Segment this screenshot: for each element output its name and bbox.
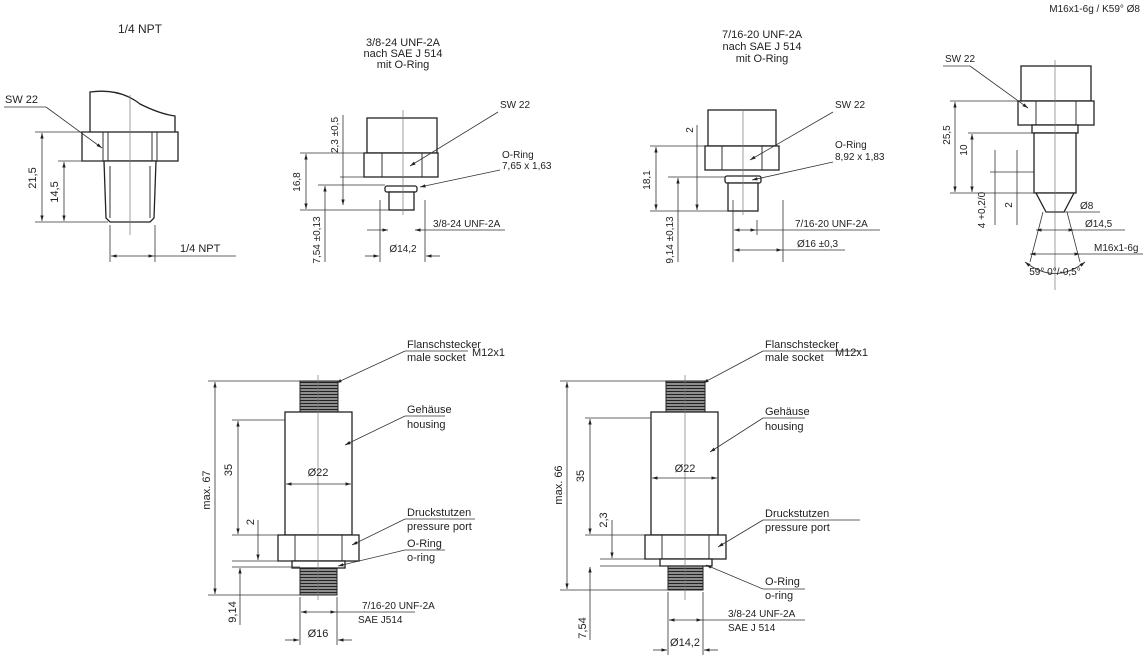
drawing-title: 1/4 NPT <box>118 22 163 36</box>
housing-label-de: Gehäuse <box>765 406 810 418</box>
dim-housing: 35 <box>223 464 235 476</box>
thread-label: 1/4 NPT <box>180 243 221 255</box>
connector-thread: M12x1 <box>835 347 868 359</box>
port-label-en: pressure port <box>765 522 830 534</box>
angle-label: 59° 0°/-0,5° <box>1029 267 1080 278</box>
sw-label: SW 22 <box>500 100 530 111</box>
hex-port <box>277 534 360 562</box>
sw-label: SW 22 <box>945 54 975 65</box>
dim-total: 16,8 <box>292 172 303 192</box>
thread-standard: SAE J 514 <box>728 623 776 634</box>
body <box>366 117 438 154</box>
port-label-de: Druckstutzen <box>407 507 471 519</box>
hex-port <box>644 534 727 560</box>
connector-m12 <box>665 380 706 413</box>
oring-size: 7,65 x 1,63 <box>502 161 552 172</box>
body <box>1020 65 1092 102</box>
oring-size: 8,92 x 1,83 <box>835 152 885 163</box>
dim-max: max. 67 <box>201 470 213 509</box>
housing-label-en: housing <box>765 421 804 433</box>
diameter-label: Ø16 ±0,3 <box>797 239 839 250</box>
body <box>707 109 777 147</box>
dim-max: max. 66 <box>553 465 565 504</box>
housing-label-en: housing <box>407 419 446 431</box>
d8-label: Ø8 <box>1080 201 1094 212</box>
port-label-de: Druckstutzen <box>765 508 829 520</box>
dim-cone: 4 +0,2/0 <box>977 191 988 228</box>
oring-label-en: o-ring <box>407 552 435 564</box>
thread-diameter: Ø14,2 <box>670 637 700 649</box>
o-ring <box>384 185 418 193</box>
drawing-m16x1: M16x1-6g / K59° Ø8 25,5 10 4 +0,2/0 2 Ø8… <box>942 4 1143 290</box>
thread <box>388 191 415 211</box>
sensor-assembly-7-16: max. 67 35 2 9,14 Ø22 7/16-20 UNF-2A SAE… <box>201 339 505 645</box>
dim-total: 18,1 <box>642 170 653 190</box>
dim-thread: 7,54 <box>577 617 589 638</box>
sensor-assembly-3-8: max. 66 35 2,3 7,54 Ø22 3/8-24 UNF-2A SA… <box>553 339 868 655</box>
oring-label-de: O-Ring <box>407 538 442 550</box>
hex-nut <box>704 145 780 171</box>
thread-spec: 3/8-24 UNF-2A <box>728 609 796 620</box>
dim-top: 2 <box>685 127 696 133</box>
thread <box>667 565 704 591</box>
dim-2: 2 <box>1004 202 1015 208</box>
drawing-3-8-24-unf: 3/8-24 UNF-2A nach SAE J 514 mit O-Ring … <box>292 37 552 264</box>
title-line-2: nach SAE J 514 <box>723 41 802 53</box>
housing-diameter: Ø22 <box>308 467 329 479</box>
dim-thread: 14,5 <box>49 181 61 202</box>
oring-label-en: o-ring <box>765 590 793 602</box>
drawing-7-16-20-unf: 7/16-20 UNF-2A nach SAE J 514 mit O-Ring… <box>642 29 885 264</box>
connector-thread: M12x1 <box>472 347 505 359</box>
diameter-label: Ø14,2 <box>389 244 417 255</box>
connector-label-de: Flanschstecker <box>765 339 839 351</box>
dim-hex: 2 <box>245 519 257 525</box>
dim-thread: 10 <box>959 144 970 156</box>
body-fragment <box>89 90 176 132</box>
thread-standard: SAE J514 <box>358 615 403 626</box>
oring-label-de: O-Ring <box>765 576 800 588</box>
thread <box>299 567 338 596</box>
title-line-3: mit O-Ring <box>377 59 430 71</box>
dim-total: 25,5 <box>942 125 953 145</box>
title-line-1: 3/8-24 UNF-2A <box>366 37 441 49</box>
oring-label: O-Ring <box>502 150 534 161</box>
title-line-1: 7/16-20 UNF-2A <box>722 29 803 41</box>
housing <box>650 411 719 536</box>
dim-top: 2,3 ±0,5 <box>330 117 341 154</box>
port-label-en: pressure port <box>407 521 472 533</box>
oring-label: O-Ring <box>835 140 867 151</box>
housing-diameter: Ø22 <box>675 463 696 475</box>
sw-label: SW 22 <box>5 94 38 106</box>
connector-m12 <box>299 380 339 413</box>
dim-thread: 9,14 ±0,13 <box>665 216 676 264</box>
dim-housing: 35 <box>575 470 587 482</box>
connector-label-de: Flanschstecker <box>407 339 481 351</box>
dim-hex: 2,3 <box>598 512 610 527</box>
title-line-2: nach SAE J 514 <box>364 48 443 60</box>
connector-label-en: male socket <box>765 352 824 364</box>
hex-nut <box>1017 100 1095 126</box>
housing <box>284 411 353 536</box>
sw-label: SW 22 <box>835 100 865 111</box>
dim-total: 21,5 <box>27 167 39 188</box>
dim-thread: 9,14 <box>227 601 239 622</box>
dim-thread: 7,54 ±0,13 <box>312 216 323 264</box>
d14-5-label: Ø14,5 <box>1085 219 1113 230</box>
connector-label-en: male socket <box>407 352 466 364</box>
thread-diameter: Ø16 <box>308 628 329 640</box>
thread-label: 3/8-24 UNF-2A <box>433 219 501 230</box>
thread-spec: 7/16-20 UNF-2A <box>362 601 435 612</box>
hex-nut <box>363 152 439 178</box>
drawing-title: M16x1-6g / K59° Ø8 <box>1049 4 1140 15</box>
drawing-1-4-npt: 1/4 NPT 21,5 14,5 1/4 NPT SW 22 <box>4 22 236 262</box>
title-line-3: mit O-Ring <box>736 53 789 65</box>
housing-label-de: Gehäuse <box>407 404 452 416</box>
thread-label: 7/16-20 UNF-2A <box>795 219 868 230</box>
thread-label: M16x1-6g <box>1094 243 1138 254</box>
collar <box>659 558 713 567</box>
